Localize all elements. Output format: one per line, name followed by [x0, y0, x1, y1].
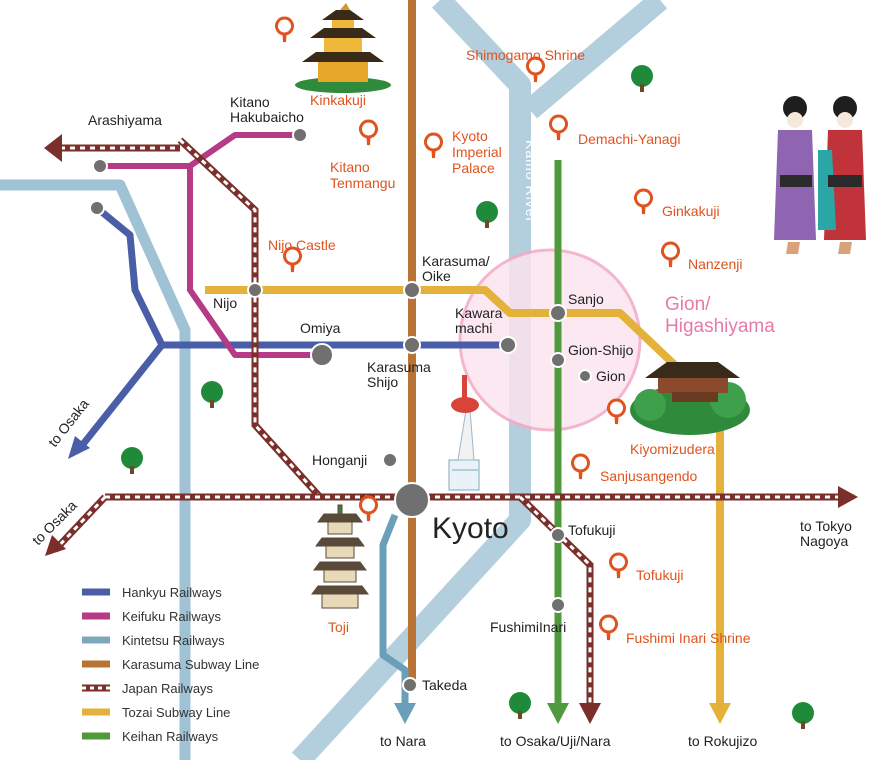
- area-label-gion-1: Gion/: [665, 294, 711, 315]
- station-karasuma-oike-1: Karasuma/: [422, 253, 490, 269]
- legend-label: Keihan Railways: [122, 729, 219, 744]
- station-sanjo: Sanjo: [568, 291, 604, 307]
- station-fushimiinari: FushimiInari: [490, 619, 566, 635]
- poi-kinkakuji: Kinkakuji: [310, 92, 366, 108]
- legend-item: Keifuku Railways: [82, 609, 221, 624]
- poi-imperial-2: Imperial: [452, 144, 502, 160]
- legend-item: Japan Railways: [82, 681, 214, 696]
- hankyu-to-osaka: [77, 342, 165, 451]
- station-kitano-2: Hakubaicho: [230, 109, 304, 125]
- legend-label: Keifuku Railways: [122, 609, 221, 624]
- nara-arrow: [394, 703, 416, 724]
- hankyu-line: [94, 205, 500, 349]
- poi-shimogamo: Shimogamo Shrine: [466, 47, 585, 63]
- direction-to-osaka-uji-nara: to Osaka/Uji/Nara: [500, 733, 611, 749]
- hankyu-arrow: [68, 436, 90, 459]
- jr-lines: [44, 134, 858, 724]
- station-kawaramachi-2: machi: [455, 320, 492, 336]
- tozai-arrow: [709, 703, 731, 724]
- city-label-kyoto: Kyoto: [432, 512, 509, 545]
- poi-kiyomizudera: Kiyomizudera: [630, 441, 715, 457]
- poi-toji: Toji: [328, 619, 349, 635]
- tree-icons: [121, 65, 814, 729]
- station-karasuma-shijo-1: Karasuma: [367, 359, 431, 375]
- station-karasuma-oike-2: Oike: [422, 268, 451, 284]
- legend-label: Karasuma Subway Line: [122, 657, 259, 672]
- area-label-gion-2: Higashiyama: [665, 316, 775, 337]
- station-omiya: Omiya: [300, 320, 341, 336]
- direction-to-nara: to Nara: [380, 733, 426, 749]
- station-kawaramachi-1: Kawara: [455, 305, 503, 321]
- poi-nanzenji: Nanzenji: [688, 256, 742, 272]
- kiyomizudera-temple-icon: [630, 362, 750, 435]
- station-arashiyama: Arashiyama: [88, 112, 162, 128]
- kyoto-tower-icon: [448, 375, 480, 491]
- legend-label: Kintetsu Railways: [122, 633, 225, 648]
- legend-label: Tozai Subway Line: [122, 705, 230, 720]
- poi-fushimi-inari: Fushimi Inari Shrine: [626, 630, 751, 646]
- poi-kitano-tenmangu-1: Kitano: [330, 159, 370, 175]
- legend-item: Hankyu Railways: [82, 585, 222, 600]
- station-gion-shijo: Gion-Shijo: [568, 342, 634, 358]
- poi-tofukuji: Tofukuji: [636, 567, 683, 583]
- station-tofukuji: Tofukuji: [568, 522, 615, 538]
- legend-item: Tozai Subway Line: [82, 705, 230, 720]
- poi-ginkakuji: Ginkakuji: [662, 203, 720, 219]
- keihan-arrow: [547, 703, 569, 724]
- station-dots: [89, 127, 592, 693]
- legend-item: Keihan Railways: [82, 729, 219, 744]
- keifuku-line: [100, 132, 322, 358]
- legend-item: Karasuma Subway Line: [82, 657, 259, 672]
- station-honganji: Honganji: [312, 452, 367, 468]
- poi-imperial-3: Palace: [452, 160, 495, 176]
- poi-pin-icons: [275, 16, 680, 641]
- poi-nijo-castle: Nijo Castle: [268, 237, 336, 253]
- gion-area-circle: [458, 248, 642, 432]
- legend-label: Japan Railways: [122, 681, 214, 696]
- toji-pagoda-icon: [311, 504, 369, 609]
- poi-sanjusangendo: Sanjusangendo: [600, 468, 698, 484]
- station-karasuma-shijo-2: Shijo: [367, 374, 398, 390]
- station-kitano-1: Kitano: [230, 94, 270, 110]
- maiko-illustration: [774, 96, 866, 254]
- kamo-river-label-north: Kamo River: [523, 140, 539, 223]
- poi-kitano-tenmangu-2: Tenmangu: [330, 175, 395, 191]
- kamo-river-lower: [291, 460, 531, 760]
- legend-label: Hankyu Railways: [122, 585, 222, 600]
- station-nijo: Nijo: [213, 295, 237, 311]
- kintetsu-line: [0, 179, 191, 760]
- poi-imperial-1: Kyoto: [452, 128, 488, 144]
- direction-to-tokyo-1: to Tokyo: [800, 518, 852, 534]
- direction-to-tokyo-2: Nagoya: [800, 533, 848, 549]
- poi-demachi: Demachi-Yanagi: [578, 131, 680, 147]
- station-gion: Gion: [596, 368, 626, 384]
- legend-item: Kintetsu Railways: [82, 633, 225, 648]
- kinkakuji-pavilion-icon: [295, 3, 391, 93]
- direction-to-rokujizo: to Rokujizo: [688, 733, 757, 749]
- station-takeda: Takeda: [422, 677, 467, 693]
